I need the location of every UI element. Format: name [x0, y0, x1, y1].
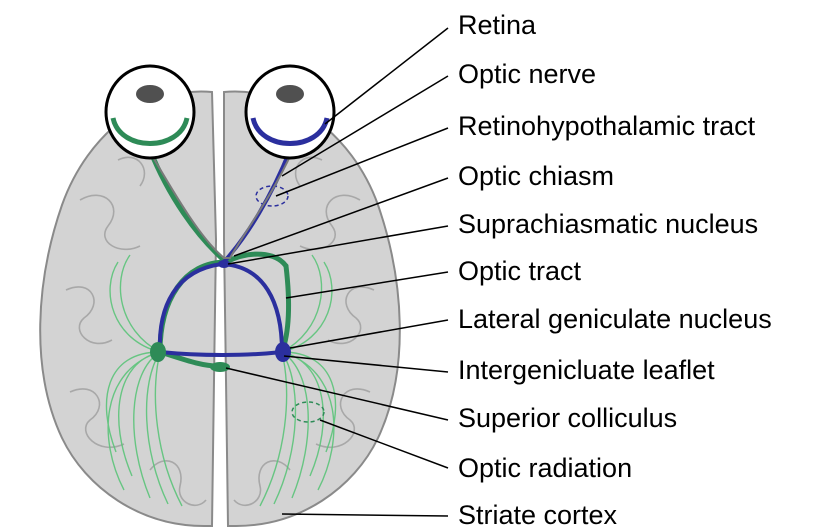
left-eye: [106, 66, 194, 158]
superior-colliculus: [210, 362, 230, 372]
label-optic-nerve: Optic nerve: [458, 59, 596, 89]
label-retinohypothalamic-tract: Retinohypothalamic tract: [458, 111, 756, 141]
label-optic-chiasm: Optic chiasm: [458, 161, 614, 191]
right-lgn: [275, 342, 291, 362]
label-optic-tract: Optic tract: [458, 256, 582, 286]
labels: Retina Optic nerve Retinohypothalamic tr…: [458, 10, 772, 530]
label-retina: Retina: [458, 10, 537, 40]
left-lgn: [150, 342, 166, 362]
label-intergeniculate-leaflet: Intergenicluate leaflet: [458, 355, 715, 385]
label-optic-radiation: Optic radiation: [458, 453, 632, 483]
label-superior-colliculus: Superior colliculus: [458, 403, 677, 433]
left-eye-pupil: [136, 85, 164, 103]
brain-outline: [40, 91, 400, 526]
leader-striate-cortex: [282, 514, 448, 516]
right-eye-pupil: [276, 85, 304, 103]
leader-retina: [325, 28, 448, 124]
label-lateral-geniculate-nucleus: Lateral geniculate nucleus: [458, 304, 772, 334]
label-suprachiasmatic-nucleus: Suprachiasmatic nucleus: [458, 209, 758, 239]
right-eye: [246, 66, 334, 158]
label-striate-cortex: Striate cortex: [458, 500, 618, 530]
